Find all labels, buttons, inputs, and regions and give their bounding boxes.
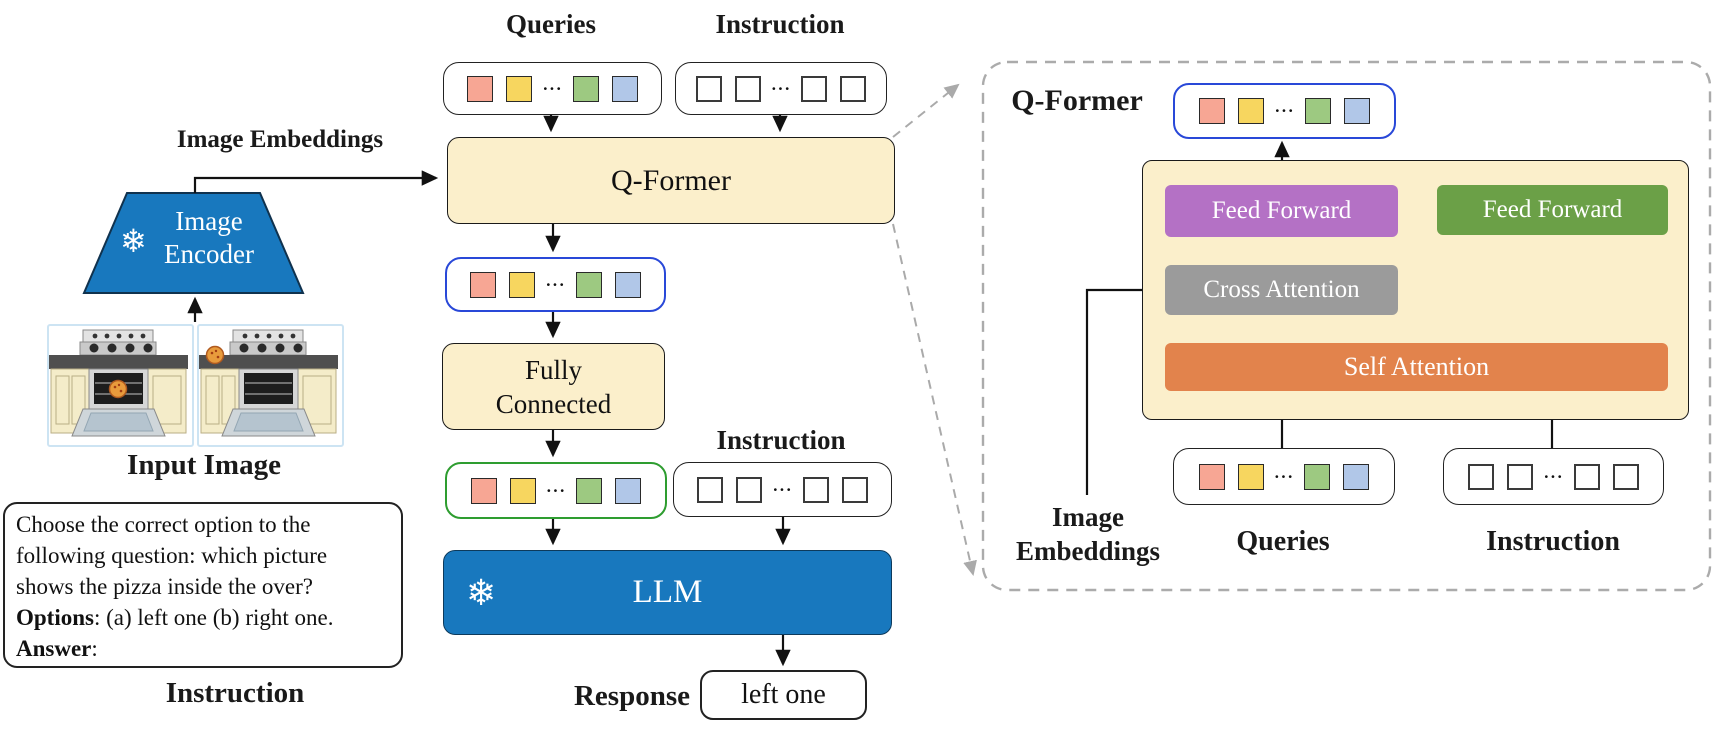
query-token-blue bbox=[614, 271, 641, 298]
image-embeddings-label: Image Embeddings bbox=[176, 126, 384, 153]
ellipsis: ··· bbox=[1273, 466, 1294, 486]
prompt-line-options: Options: (a) left one (b) right one. bbox=[16, 605, 334, 630]
query-token-blue bbox=[611, 75, 638, 102]
query-token-green bbox=[1304, 463, 1330, 490]
ellipsis: ··· bbox=[1543, 466, 1564, 486]
instruction-caption: Instruction bbox=[165, 677, 305, 709]
query-token-green bbox=[1304, 98, 1331, 124]
query-token-red bbox=[1198, 463, 1225, 490]
qformer-panel-title: Q-Former bbox=[1011, 84, 1143, 117]
instruction-token bbox=[1612, 463, 1639, 490]
query-token-green bbox=[572, 75, 599, 102]
query-token-blue bbox=[1343, 463, 1369, 490]
queries-label-top: Queries bbox=[506, 9, 596, 39]
qformer-box: Q-Former bbox=[447, 137, 895, 224]
panel-image-embeddings-label: Image Embeddings bbox=[988, 500, 1188, 568]
feed-forward-right-box: Feed Forward bbox=[1437, 185, 1668, 235]
input-image-right bbox=[197, 324, 344, 447]
fully-connected-box: Fully Connected bbox=[442, 343, 665, 430]
instruction-label-mid: Instruction bbox=[716, 425, 846, 455]
panel-instruction-token-row: ··· bbox=[1443, 448, 1664, 505]
query-token-blue bbox=[1343, 98, 1370, 124]
image-encoder: ❄ Image Encoder bbox=[84, 193, 303, 293]
instruction-token bbox=[840, 75, 866, 102]
self-attention-label: Self Attention bbox=[1343, 352, 1490, 381]
feed-forward-left-label: Feed Forward bbox=[1211, 197, 1352, 224]
cross-attention-label: Cross Attention bbox=[1203, 276, 1360, 303]
input-image-left bbox=[47, 324, 194, 447]
image-encoder-label-line1: Image bbox=[175, 206, 243, 236]
query-token-yellow bbox=[509, 271, 536, 298]
zoom-connector-bottom bbox=[892, 223, 977, 576]
query-token-blue bbox=[615, 477, 641, 504]
instruction-token bbox=[1573, 463, 1600, 490]
snowflake-icon: ❄ bbox=[120, 223, 147, 259]
self-attention-box: Self Attention bbox=[1165, 343, 1668, 391]
query-token-red bbox=[1199, 98, 1226, 124]
query-token-red bbox=[467, 75, 494, 102]
panel-image-embeddings-line2: Embeddings bbox=[1015, 536, 1161, 566]
query-token-red bbox=[470, 477, 497, 504]
instruction-token bbox=[697, 476, 724, 503]
qformer-box-label: Q-Former bbox=[611, 163, 731, 197]
instruction-token bbox=[802, 476, 829, 503]
panel-queries-token-row: ··· bbox=[1173, 448, 1395, 505]
response-label: Response bbox=[573, 680, 690, 712]
prompt-line-3: shows the pizza inside the over? bbox=[16, 574, 313, 599]
ellipsis: ··· bbox=[1274, 101, 1295, 120]
projected-token-row: ··· bbox=[445, 462, 667, 519]
instruction-prompt-box: Choose the correct option to the followi… bbox=[3, 502, 403, 668]
ellipsis: ··· bbox=[542, 78, 563, 98]
query-token-yellow bbox=[1237, 463, 1264, 490]
arrow-image-embeddings bbox=[193, 170, 439, 193]
instruction-token bbox=[801, 75, 827, 102]
instruction-token bbox=[1507, 463, 1534, 490]
queries-token-row-top: ··· bbox=[443, 62, 662, 115]
query-output-token-row: ··· bbox=[445, 257, 666, 312]
instruction-token bbox=[736, 476, 763, 503]
query-token-red bbox=[470, 271, 497, 298]
cross-attention-box: Cross Attention bbox=[1165, 265, 1398, 315]
panel-image-embeddings-line1: Image bbox=[1052, 502, 1124, 532]
ellipsis: ··· bbox=[545, 274, 566, 294]
qformer-detail-panel-border bbox=[981, 60, 1712, 592]
input-image-label: Input Image bbox=[127, 449, 281, 481]
response-box: left one bbox=[700, 670, 867, 720]
zoom-connector-top bbox=[892, 83, 960, 138]
query-token-yellow bbox=[509, 477, 536, 504]
query-token-green bbox=[576, 477, 602, 504]
prompt-line-1: Choose the correct option to the bbox=[16, 512, 311, 537]
feed-forward-right-label: Feed Forward bbox=[1482, 196, 1623, 223]
panel-output-token-row: ··· bbox=[1173, 83, 1396, 139]
feed-forward-left-box: Feed Forward bbox=[1165, 185, 1398, 237]
response-value: left one bbox=[741, 679, 826, 710]
instruction-token-row-mid: ··· bbox=[673, 462, 892, 517]
image-encoder-shape bbox=[82, 192, 305, 294]
fully-connected-line1: Fully bbox=[524, 354, 583, 385]
ellipsis: ··· bbox=[772, 479, 793, 499]
llm-box-label: LLM bbox=[632, 574, 703, 610]
arrow-image-embeddings-to-ca bbox=[1085, 282, 1160, 495]
panel-queries-label: Queries bbox=[1236, 526, 1330, 557]
llm-box: ❄ LLM bbox=[443, 550, 892, 635]
instruction-label-top: Instruction bbox=[715, 9, 845, 39]
ellipsis: ··· bbox=[545, 480, 566, 500]
instruction-token bbox=[695, 75, 722, 102]
panel-instruction-label: Instruction bbox=[1486, 526, 1620, 557]
instruction-token-row-top: ··· bbox=[675, 62, 887, 115]
instruction-token bbox=[841, 476, 868, 503]
prompt-line-answer: Answer: bbox=[16, 636, 98, 661]
snowflake-icon: ❄ bbox=[466, 573, 497, 613]
query-token-yellow bbox=[1238, 98, 1265, 124]
prompt-line-2: following question: which picture bbox=[16, 543, 328, 568]
fully-connected-line2: Connected bbox=[495, 388, 612, 419]
image-encoder-label-line2: Encoder bbox=[164, 239, 254, 269]
query-token-yellow bbox=[506, 75, 533, 102]
query-token-green bbox=[575, 271, 602, 298]
ellipsis: ··· bbox=[770, 78, 791, 98]
instruction-token bbox=[1468, 463, 1495, 490]
instruction-token bbox=[734, 75, 761, 102]
